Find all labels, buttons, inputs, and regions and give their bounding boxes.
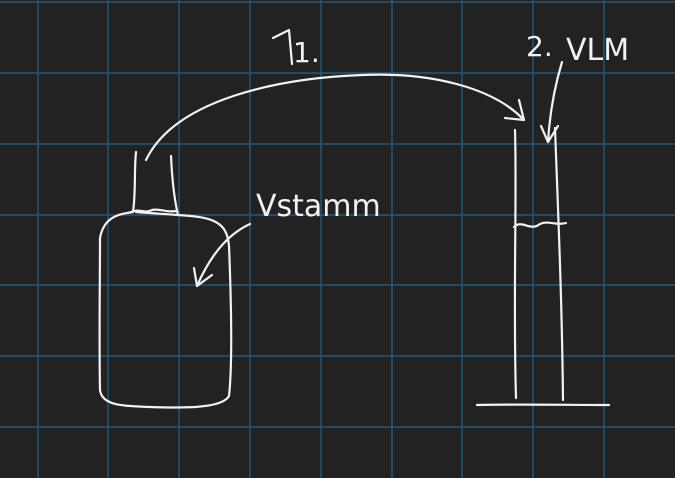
measuring-cylinder xyxy=(475,126,611,407)
bottle-neck-left xyxy=(131,150,138,214)
cylinder-left-wall xyxy=(513,128,518,400)
stock-bottle xyxy=(98,150,233,409)
cylinder-right-wall xyxy=(553,126,565,402)
label-step2: 2. xyxy=(526,30,553,63)
label-vstamm-group: Vstamm xyxy=(192,189,381,288)
bottle-liquid-line xyxy=(129,208,178,214)
vlm-pointer xyxy=(546,60,564,144)
vlm-pointer-head xyxy=(539,124,560,144)
label-vstamm: Vstamm xyxy=(256,189,381,224)
label-step2-group: 2. VLM xyxy=(526,30,629,144)
transfer-arrowhead xyxy=(503,98,526,122)
label-step1: 1. xyxy=(271,28,320,69)
label-vlm: VLM xyxy=(566,33,629,68)
transfer-arc-line xyxy=(144,73,524,162)
vstamm-pointer xyxy=(195,222,252,288)
transfer-arc xyxy=(144,73,526,162)
vstamm-pointer-head xyxy=(192,266,214,288)
bottle-body xyxy=(98,210,233,409)
bottle-neck-right xyxy=(169,154,180,217)
label-step1-text: 1. xyxy=(293,36,320,69)
cylinder-liquid-level xyxy=(512,221,568,229)
